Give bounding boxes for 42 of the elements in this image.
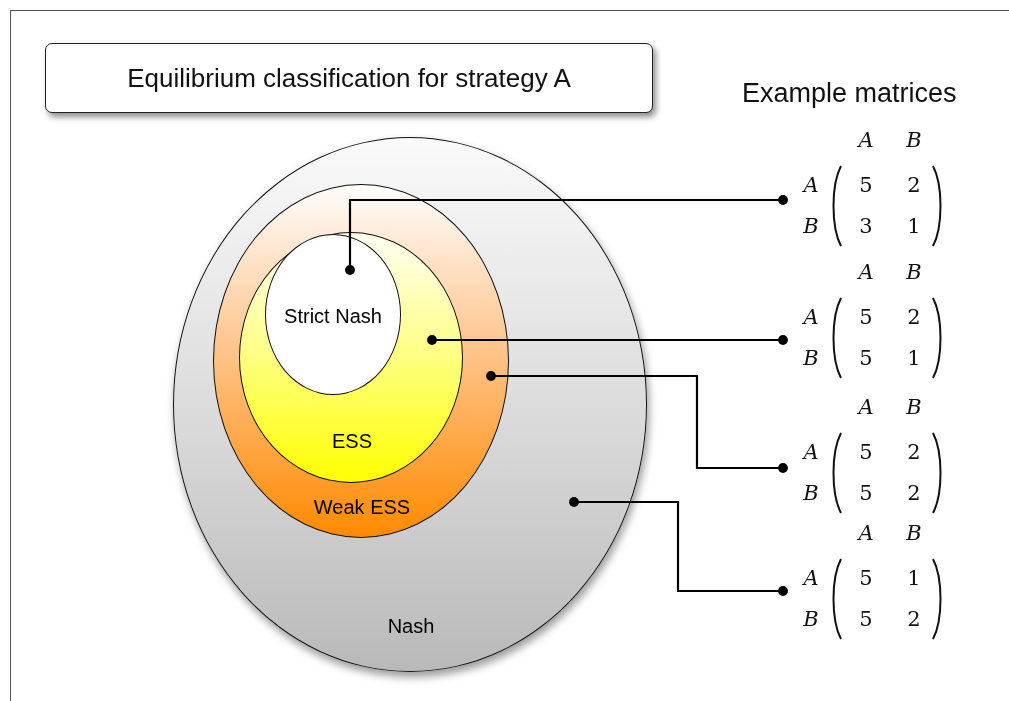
strategy-label: A <box>803 173 819 197</box>
payoff-value: 2 <box>907 607 921 631</box>
payoff-value: 5 <box>859 346 873 370</box>
strategy-label: B <box>803 214 819 238</box>
strategy-label: A <box>858 128 874 152</box>
payoff-value: 5 <box>859 173 873 197</box>
strategy-label: A <box>858 395 874 419</box>
connector-line <box>345 195 788 275</box>
payoff-value: 1 <box>907 346 921 370</box>
payoff-value: 2 <box>907 440 921 464</box>
payoff-value: 3 <box>859 214 873 238</box>
strategy-label: A <box>803 305 819 329</box>
strategy-label: B <box>906 260 922 284</box>
strategy-label: A <box>858 521 874 545</box>
strategy-label: B <box>803 481 819 505</box>
strategy-label: B <box>906 128 922 152</box>
payoff-value: 2 <box>907 481 921 505</box>
connector-line <box>569 497 788 596</box>
payoff-value: 5 <box>859 305 873 329</box>
payoff-value: 5 <box>859 481 873 505</box>
strategy-label: A <box>858 260 874 284</box>
payoff-value: 5 <box>859 566 873 590</box>
set-label: Nash <box>387 614 435 638</box>
payoff-value: 2 <box>907 173 921 197</box>
connector-line <box>427 335 788 345</box>
payoff-value: 1 <box>907 566 921 590</box>
strategy-label: A <box>803 566 819 590</box>
payoff-value: 5 <box>859 440 873 464</box>
set-label: Strict Nash <box>284 304 382 328</box>
set-label: ESS <box>332 429 372 453</box>
payoff-value: 5 <box>859 607 873 631</box>
payoff-value: 1 <box>907 214 921 238</box>
payoff-value: 2 <box>907 305 921 329</box>
strategy-label: B <box>906 395 922 419</box>
section-heading: Example matrices <box>742 78 957 109</box>
set-label: Weak ESS <box>313 495 411 519</box>
strategy-label: B <box>803 346 819 370</box>
strategy-label: A <box>803 440 819 464</box>
strategy-label: B <box>803 607 819 631</box>
title-box: Equilibrium classification for strategy A <box>45 43 653 113</box>
strategy-label: B <box>906 521 922 545</box>
connector-line <box>486 371 788 473</box>
